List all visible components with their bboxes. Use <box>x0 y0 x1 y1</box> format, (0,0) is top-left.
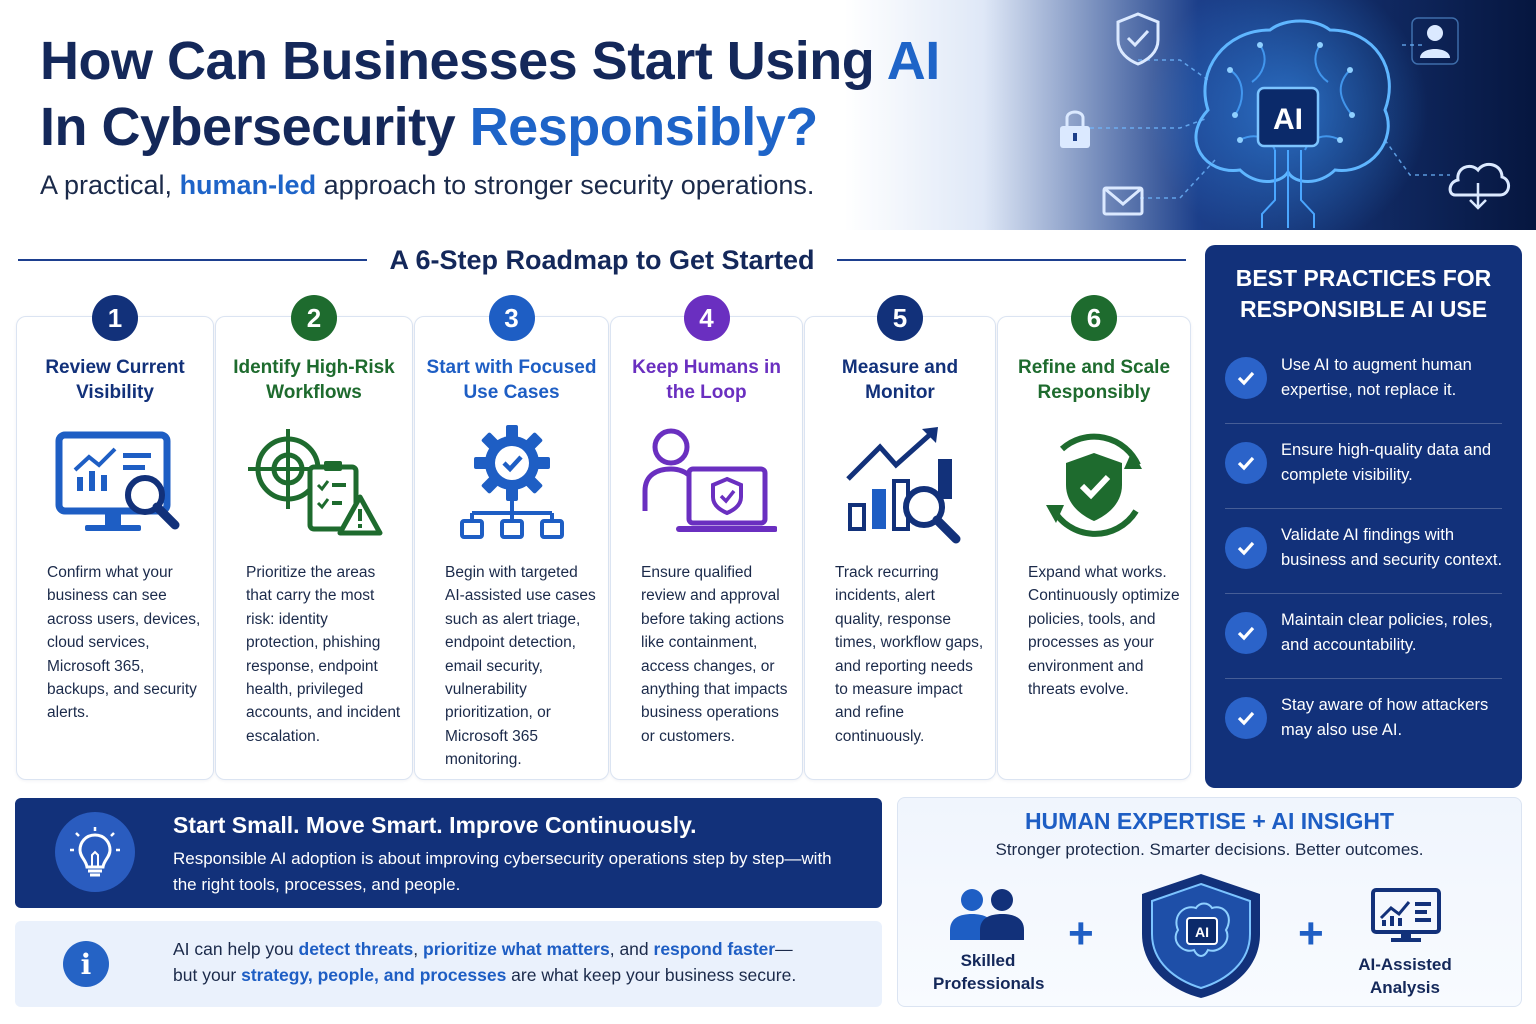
step-title: Identify High-Risk Workflows <box>233 357 395 403</box>
check-icon <box>1225 442 1267 484</box>
step-description: Expand what works. Continuously optimize… <box>1028 564 1180 699</box>
ai-brain-illustration: AI <box>1060 0 1510 230</box>
check-icon <box>1225 527 1267 569</box>
step-title: Review Current Visibility <box>45 357 185 403</box>
analytics-monitor-icon <box>1370 888 1441 942</box>
ai-shield-icon: AI <box>1142 874 1260 998</box>
best-practices-title: BEST PRACTICES FOR RESPONSIBLE AI USE <box>1235 265 1492 322</box>
user-icon <box>1411 17 1459 65</box>
brain-ai-label: AI <box>1273 103 1303 136</box>
step-card-1: 1 Review Current Visibility Confirm what… <box>16 295 214 780</box>
best-practice-item: Stay aware of how attackers may also use… <box>1225 675 1508 761</box>
best-practice-item: Use AI to augment human expertise, not r… <box>1225 335 1508 421</box>
step-number-badge: 6 <box>1071 295 1117 341</box>
step-number-badge: 2 <box>291 295 337 341</box>
best-practice-item: Maintain clear policies, roles, and acco… <box>1225 590 1508 676</box>
divider <box>836 259 1186 261</box>
combo-heading: HUMAN EXPERTISE + AI INSIGHT <box>1024 808 1395 834</box>
info-icon: i <box>63 941 109 987</box>
shield-ai-label: AI <box>1195 924 1209 940</box>
step-card-3: 3 Start with Focused Use Cases <box>414 295 609 780</box>
step-description: Ensure qualified review and approval bef… <box>641 564 788 745</box>
banner-text: Responsible AI adoption is about improvi… <box>173 849 832 894</box>
step-description: Track recurring incidents, alert quality… <box>835 564 984 745</box>
best-practices-panel: BEST PRACTICES FOR RESPONSIBLE AI USE Us… <box>1205 245 1522 788</box>
plus-sign: + <box>1068 909 1094 958</box>
chart-magnifier-icon <box>846 427 961 544</box>
banner-heading: Start Small. Move Smart. Improve Continu… <box>173 812 697 838</box>
combo-subheading: Stronger protection. Smarter decisions. … <box>995 840 1424 859</box>
people-icon <box>950 889 1024 940</box>
roadmap-steps: 1 Review Current Visibility Confirm what… <box>16 295 1192 780</box>
divider <box>1225 593 1502 594</box>
step-card-4: 4 Keep Humans in the Loop Ensure qualifi… <box>610 295 803 780</box>
info-text: AI can help you detect threats, prioriti… <box>173 939 797 985</box>
step-description: Begin with targeted AI-assisted use case… <box>445 564 596 769</box>
gear-workflow-icon <box>459 425 564 539</box>
step-title: Refine and Scale Responsibly <box>1017 357 1171 403</box>
info-callout: i AI can help you detect threats, priori… <box>15 921 882 1007</box>
step-card-5: 5 Measure and Monitor Track recurring in… <box>804 295 996 780</box>
step-title: Measure and Monitor <box>841 357 959 403</box>
check-icon <box>1225 357 1267 399</box>
mail-icon <box>1102 186 1144 216</box>
step-card-6: 6 Refine and Scale Responsibly Expand wh… <box>997 295 1191 780</box>
ai-assisted-analysis: AI-Assisted Analysis <box>1338 888 1473 999</box>
step-title: Keep Humans in the Loop <box>632 357 781 403</box>
lightbulb-icon <box>55 812 135 892</box>
check-icon <box>1225 612 1267 654</box>
divider <box>1225 678 1502 679</box>
person-laptop-shield-icon <box>642 428 777 532</box>
shield-check-icon <box>1116 12 1160 66</box>
step-description: Confirm what your business can see acros… <box>47 564 201 722</box>
lock-icon <box>1060 110 1090 148</box>
best-practice-item: Ensure high-quality data and complete vi… <box>1225 420 1508 506</box>
monitor-analytics-icon <box>55 431 180 531</box>
header-banner: How Can Businesses Start Using AI In Cyb… <box>0 0 1536 230</box>
check-icon <box>1225 697 1267 739</box>
cloud-icon <box>1448 162 1510 210</box>
step-number-badge: 3 <box>488 295 535 341</box>
start-small-banner: Start Small. Move Smart. Improve Continu… <box>15 798 882 908</box>
shield-cycle-icon <box>1046 433 1142 537</box>
step-number-badge: 5 <box>877 295 923 341</box>
plus-sign: + <box>1298 909 1324 958</box>
human-ai-panel: HUMAN EXPERTISE + AI INSIGHT Stronger pr… <box>897 797 1522 1007</box>
step-card-2: 2 Identify High-Risk Workflows Prioritiz… <box>215 295 413 780</box>
target-checklist-warning-icon <box>248 429 383 536</box>
step-number-badge: 1 <box>92 295 138 341</box>
divider <box>18 259 368 261</box>
roadmap-heading: A 6-Step Roadmap to Get Started <box>18 240 1186 280</box>
page-title: How Can Businesses Start Using AI In Cyb… <box>40 31 940 157</box>
divider <box>1225 508 1502 509</box>
best-practice-item: Validate AI findings with business and s… <box>1225 505 1508 591</box>
divider <box>1225 423 1502 424</box>
step-title: Start with Focused Use Cases <box>426 357 597 403</box>
step-description: Prioritize the areas that carry the most… <box>246 564 401 745</box>
step-number-badge: 4 <box>683 295 730 341</box>
skilled-professionals: Skilled Professionals <box>918 886 1058 995</box>
page-subtitle: A practical, human-led approach to stron… <box>40 170 815 200</box>
